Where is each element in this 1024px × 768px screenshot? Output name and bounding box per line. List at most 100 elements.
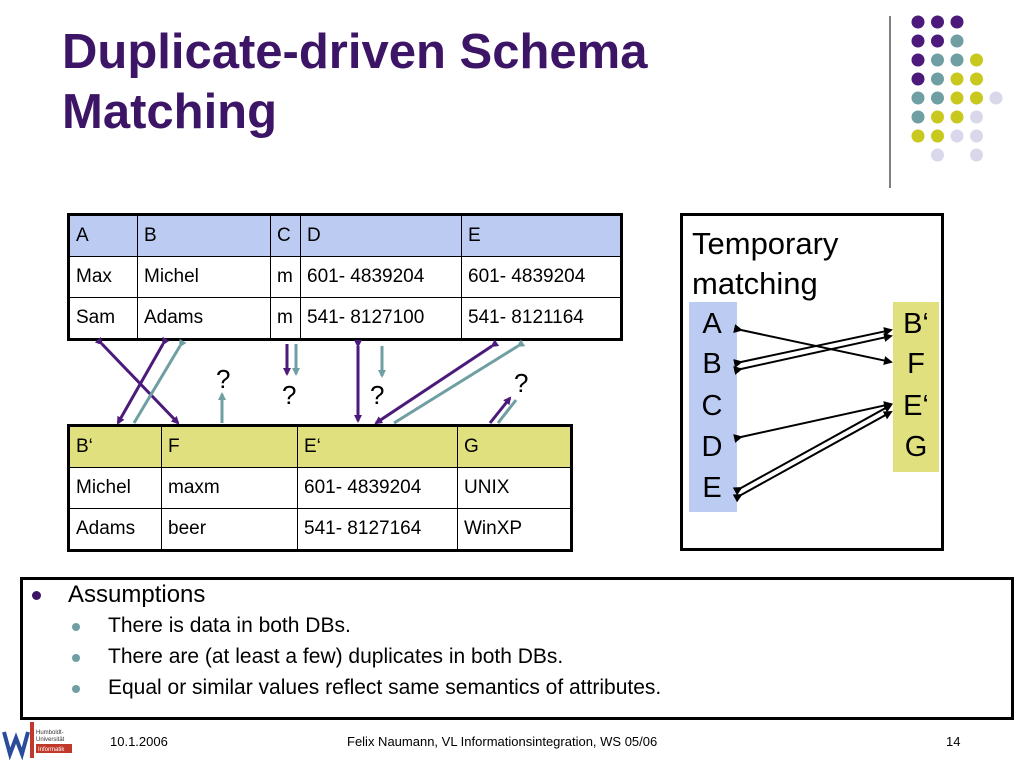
table-cell: m (270, 256, 301, 298)
table-cell: m (270, 297, 301, 340)
decorative-dot (970, 53, 983, 67)
decorative-dot (931, 53, 944, 67)
table-cell: 601- 4839204 (300, 256, 462, 298)
assumptions-heading: Assumptions (68, 581, 206, 608)
decorative-dot (970, 148, 983, 162)
bullet-dot-icon (72, 654, 80, 662)
table-cell: beer (161, 508, 298, 551)
bullet-dot-icon (72, 685, 80, 693)
table-cell: 601- 4839204 (461, 256, 622, 298)
decorative-dot (970, 129, 983, 143)
table-header-row: A B C D E (68, 214, 622, 257)
attribute-label: B‘ (903, 308, 929, 340)
decorative-dot (911, 53, 925, 67)
decorative-dot (970, 72, 983, 86)
attribute-label: A (702, 308, 722, 340)
decorative-dot (911, 91, 925, 105)
source-table-2: B‘ F E‘ G Michel maxm 601- 4839204 UNIX … (67, 424, 573, 552)
table-cell: maxm (161, 467, 298, 509)
right-attribute-column (893, 302, 939, 472)
table-header-row: B‘ F E‘ G (68, 425, 572, 468)
decorative-dot (911, 72, 925, 86)
arrow (496, 399, 518, 424)
arrow (488, 396, 512, 424)
table-cell: Max (68, 256, 138, 298)
decorative-dot (950, 72, 964, 86)
decorative-dot (970, 91, 983, 105)
assumption-item: There is data in both DBs. (108, 614, 351, 637)
table-cell: 601- 4839204 (297, 467, 458, 509)
source-table-1: A B C D E Max Michel m 601- 4839204 601-… (67, 213, 623, 341)
attribute-label: E (702, 472, 722, 504)
table-header-cell: B‘ (68, 425, 162, 468)
table-header-cell: C (270, 214, 301, 257)
table-cell: UNIX (457, 467, 572, 509)
table-cell: WinXP (457, 508, 572, 551)
logo-text: Informatik (38, 747, 65, 753)
table-cell: Sam (68, 297, 138, 340)
table-cell: Michel (137, 256, 271, 298)
decorative-dot (911, 110, 925, 124)
decorative-dot (911, 129, 925, 143)
attribute-label: D (701, 431, 723, 463)
bullet-dot-icon (72, 623, 80, 631)
table-header-cell: B (137, 214, 271, 257)
decorative-dot (911, 15, 925, 29)
table-cell: Michel (68, 467, 162, 509)
decorative-dot (931, 15, 944, 29)
temporary-matching-box (680, 213, 944, 551)
attribute-label: E‘ (903, 390, 929, 422)
decorative-dot (911, 34, 925, 48)
question-mark: ? (370, 380, 385, 410)
attribute-label: B (702, 348, 722, 380)
table-link-arrows (94, 336, 526, 425)
title-divider (889, 16, 891, 188)
assumption-item: Equal or similar values reflect same sem… (108, 676, 662, 699)
arrow (374, 339, 500, 425)
decorative-dot-grid (911, 15, 1003, 162)
table-header-cell: F (161, 425, 298, 468)
table-header-cell: G (457, 425, 572, 468)
assumptions-box (20, 577, 1014, 720)
table-row: Max Michel m 601- 4839204 601- 4839204 (68, 256, 622, 298)
decorative-dot (931, 34, 944, 48)
table-cell: 541- 8121164 (461, 297, 622, 340)
attribute-label: G (904, 431, 928, 463)
question-mark: ? (514, 368, 529, 398)
logo-text: Universität (36, 737, 65, 743)
table-row: Michel maxm 601- 4839204 UNIX (68, 467, 572, 509)
decorative-dot (931, 129, 944, 143)
table-row: Adams beer 541- 8127164 WinXP (68, 508, 572, 551)
table-header-cell: E (461, 214, 622, 257)
attribute-label: C (701, 390, 723, 422)
table-header-cell: E‘ (297, 425, 458, 468)
attribute-label: F (907, 348, 925, 380)
question-mark: ? (282, 380, 297, 410)
table-cell: 541- 8127164 (297, 508, 458, 551)
bullet-dot-icon (32, 591, 41, 600)
assumption-item: There are (at least a few) duplicates in… (108, 645, 564, 668)
arrow (393, 339, 526, 425)
table-cell: Adams (137, 297, 271, 340)
arrow (116, 336, 170, 425)
decorative-dot (931, 110, 944, 124)
decorative-dot (931, 72, 944, 86)
slide-title: Duplicate-driven Schema Matching (62, 25, 648, 139)
footer-date: 10.1.2006 (110, 734, 168, 749)
decorative-dot (950, 110, 964, 124)
footer-page-number: 14 (946, 734, 961, 749)
decorative-dot (950, 91, 964, 105)
decorative-dot (931, 148, 944, 162)
table-cell: Adams (68, 508, 162, 551)
logo-text: Humboldt- (36, 730, 64, 736)
question-mark: ? (216, 364, 231, 394)
decorative-dot (931, 91, 944, 105)
decorative-dot (970, 110, 983, 124)
temporary-matching-title: Temporary matching (692, 226, 839, 301)
decorative-dot (950, 129, 964, 143)
table-row: Sam Adams m 541- 8127100 541- 8121164 (68, 297, 622, 340)
footer-author: Felix Naumann, VL Informationsintegratio… (347, 734, 658, 749)
table-cell: 541- 8127100 (300, 297, 462, 340)
arrow (94, 336, 180, 425)
decorative-dot (950, 15, 964, 29)
